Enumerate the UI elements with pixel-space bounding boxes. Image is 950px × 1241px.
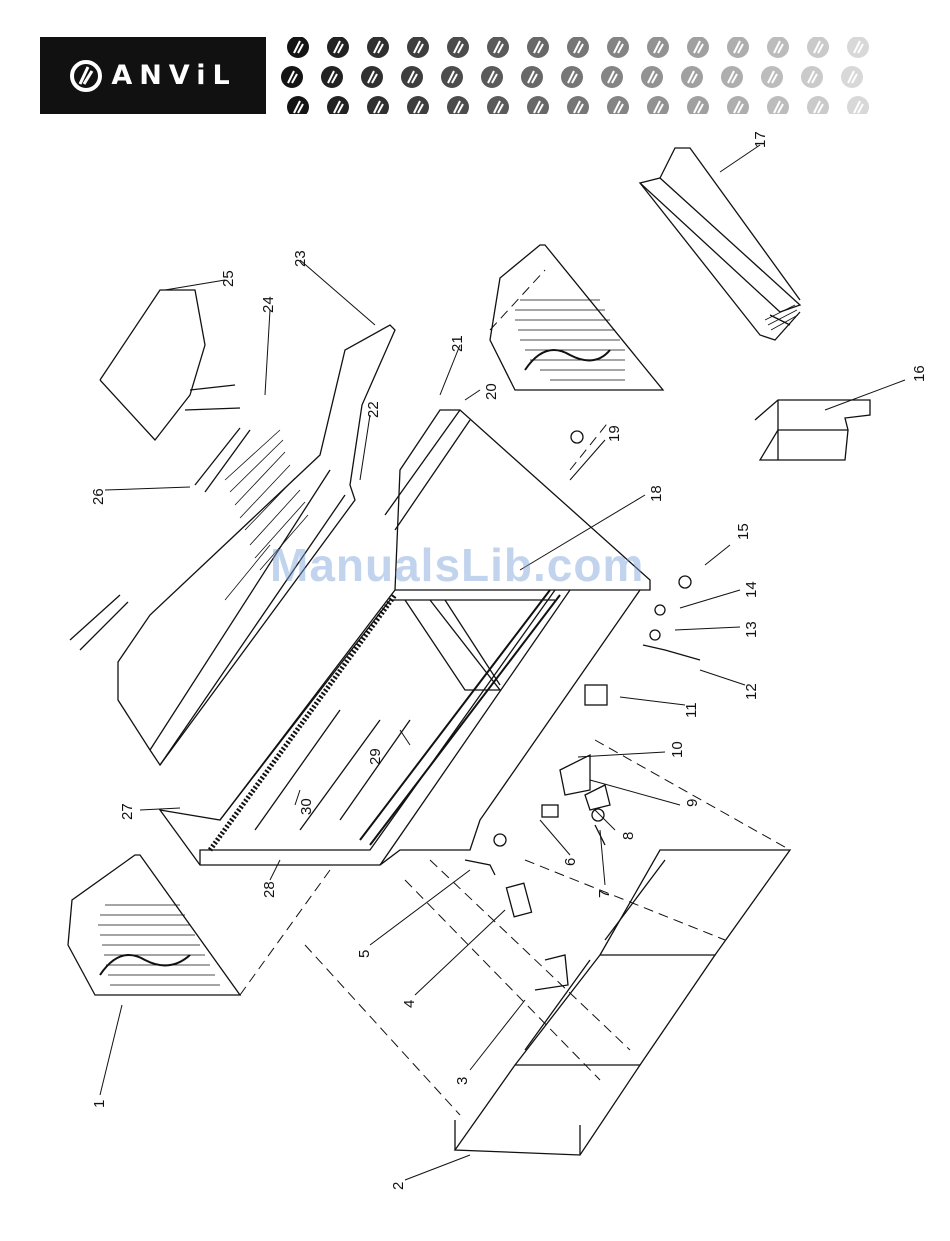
callout-6: 6 xyxy=(562,858,579,866)
part-right-end-panel xyxy=(490,245,663,390)
callout-28: 28 xyxy=(261,881,278,898)
callout-26: 26 xyxy=(90,488,107,505)
callout-7: 7 xyxy=(596,890,613,898)
callout-21: 21 xyxy=(449,335,466,352)
callout-10: 10 xyxy=(669,741,686,758)
callout-15: 15 xyxy=(735,523,752,540)
part-top-rail xyxy=(640,148,800,340)
watermark: ManualsLib.com xyxy=(270,538,644,592)
callout-25: 25 xyxy=(220,270,237,287)
callout-27: 27 xyxy=(119,803,136,820)
callout-29: 29 xyxy=(367,748,384,765)
callout-9: 9 xyxy=(684,799,701,807)
part-left-end-panel xyxy=(68,855,240,995)
callout-5: 5 xyxy=(356,950,373,958)
part-bracket xyxy=(755,400,870,460)
callout-17: 17 xyxy=(752,131,769,148)
callout-4: 4 xyxy=(401,1000,418,1008)
callout-8: 8 xyxy=(620,832,637,840)
part-main-frame xyxy=(160,410,650,865)
callout-24: 24 xyxy=(260,296,277,313)
callout-3: 3 xyxy=(454,1077,471,1085)
callout-23: 23 xyxy=(292,250,309,267)
callout-16: 16 xyxy=(911,365,928,382)
callout-18: 18 xyxy=(648,485,665,502)
callout-leaders xyxy=(100,145,905,1180)
part-lower-cabinets xyxy=(455,850,790,1155)
callout-1: 1 xyxy=(91,1100,108,1108)
callout-11: 11 xyxy=(683,702,700,718)
callout-19: 19 xyxy=(606,425,623,442)
callout-13: 13 xyxy=(743,621,760,638)
callout-20: 20 xyxy=(483,383,500,400)
callout-22: 22 xyxy=(365,401,382,418)
callout-2: 2 xyxy=(390,1182,407,1190)
callout-30: 30 xyxy=(298,798,315,815)
callout-14: 14 xyxy=(743,581,760,598)
callout-12: 12 xyxy=(743,683,760,700)
